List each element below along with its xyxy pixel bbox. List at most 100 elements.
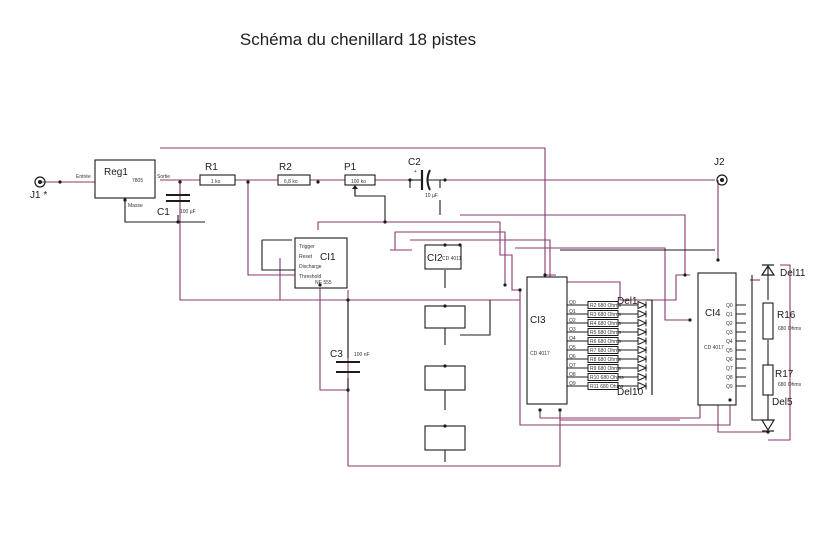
ci2-gate-c [424,365,466,391]
r2-label: R2 [279,162,292,173]
ci1-pin-threshold: Threshold [299,274,321,280]
ci3-pin-label: Q9 [569,381,576,387]
ci3-part: CD 4017 [530,351,550,357]
array-resistor-label: R10 680 Ohms [590,375,624,381]
resistor-array: R2 680 Ohms R3 680 Ohms R4 680 Ohms R5 680 … [567,301,624,390]
ci4-pin-label: Q1 [726,312,733,318]
array-resistor-label: R2 680 Ohms [590,303,621,309]
led [637,372,648,382]
ci2-label: CI2 [427,253,443,264]
junction-dot [176,220,180,224]
junction-dot [538,408,542,412]
junction-dot [766,430,770,434]
led [637,309,648,319]
c2-label: C2 [408,157,421,168]
junction-dot [58,180,62,184]
r17-label: R17 [775,369,794,380]
ci4-label: CI4 [705,308,721,319]
junction-dot [346,388,350,392]
page-title: Schéma du chenillard 18 pistes [239,30,477,49]
ci4-pin-label: Q5 [726,348,733,354]
ci4-pin-label: Q6 [726,357,733,363]
ci3-label: CI3 [530,315,546,326]
ci2-gate-b [424,305,466,329]
junction-dot [123,198,127,202]
r16-value: 680 Ohms [778,326,802,332]
reg1-pin-in: Entrée [76,174,91,180]
array-resistor-label: R4 680 Ohms [590,321,621,327]
potentiometer-p1: P1 100 ko [344,162,376,196]
junction-dot [443,424,447,428]
junction-dot [443,178,447,182]
led [637,381,648,391]
array-resistor-label: R3 680 Ohms [590,312,621,318]
j1-label: J1 * [30,190,47,201]
junction-dot [683,273,687,277]
r2-value: 6,8 ko [284,179,298,185]
led [637,327,648,337]
junction-dot [408,178,412,182]
j2-label: J2 [714,157,725,168]
led-array [618,299,653,395]
ci3-pin-label: Q1 [569,309,576,315]
ci4-pin-label: Q7 [726,366,733,372]
ci4-part: CD 4017 [704,345,724,351]
junction-dot [443,243,447,247]
junction-dot [558,408,562,412]
capacitor-c3: C3 100 nF [330,349,370,373]
ci4-pin-label: Q9 [726,384,733,390]
junction-dot [716,258,720,262]
regulator-reg1: Reg1 7805 Entrée Sortie Masse [76,159,170,209]
ci1-pin-trigger: Trigger [299,244,315,250]
p1-value: 100 ko [351,179,366,185]
led-bottom-label: Del10 [617,387,644,398]
array-resistor-label: R8 680 Ohms [590,357,621,363]
ic-ci2: CI2 CD 4011 [424,244,462,270]
p1-label: P1 [344,162,357,173]
connector-j2: J2 [714,157,728,186]
junction-dot [443,304,447,308]
junction-dot [383,220,387,224]
junction-dot [728,398,732,402]
ci3-pin-label: Q5 [569,345,576,351]
ci4-pin-label: Q2 [726,321,733,327]
reg1-pin-gnd: Masse [128,203,143,209]
reg1-pin-out: Sortie [157,174,170,180]
power-wiring [40,147,791,467]
c1-value: 100 µF [180,209,196,215]
led [637,363,648,373]
r1-value: 1 ko [211,179,221,185]
ci3-pin-label: Q2 [569,318,576,324]
led [637,354,648,364]
del5-label: Del5 [772,397,793,408]
junction-dot [443,364,447,368]
ci1-label: CI1 [320,252,336,263]
capacitor-c1: C1 100 µF [157,194,196,218]
led-del5: Del5 [760,397,793,432]
junction-dot [458,243,462,247]
array-resistor-label: R5 680 Ohms [590,330,621,336]
ci3-pin-label: Q0 [569,300,576,306]
c3-value: 100 nF [354,352,370,358]
ci1-part: NE 555 [315,280,332,286]
resistor-r2: R2 6,8 ko [277,162,311,186]
ci3-pin-label: Q3 [569,327,576,333]
c3-label: C3 [330,349,343,360]
ci3-pin-label: Q7 [569,363,576,369]
capacitor-c2: + C2 10 µF [408,157,445,199]
reg1-part: 7805 [132,178,143,184]
junction-dot [246,180,250,184]
ic-ci1: CI1 Trigger Reset Discharge Threshold NE… [294,237,348,289]
c2-plus: + [414,169,417,175]
ci4-pin-label: Q0 [726,303,733,309]
led-del11: Del11 [760,264,806,279]
array-resistor-label: R7 680 Ohms [590,348,621,354]
reg1-label: Reg1 [104,167,128,178]
led [637,318,648,328]
ci3-pin-label: Q4 [569,336,576,342]
resistor-r16: R16 680 Ohms [762,302,802,340]
ci1-pin-reset: Reset [299,254,313,260]
